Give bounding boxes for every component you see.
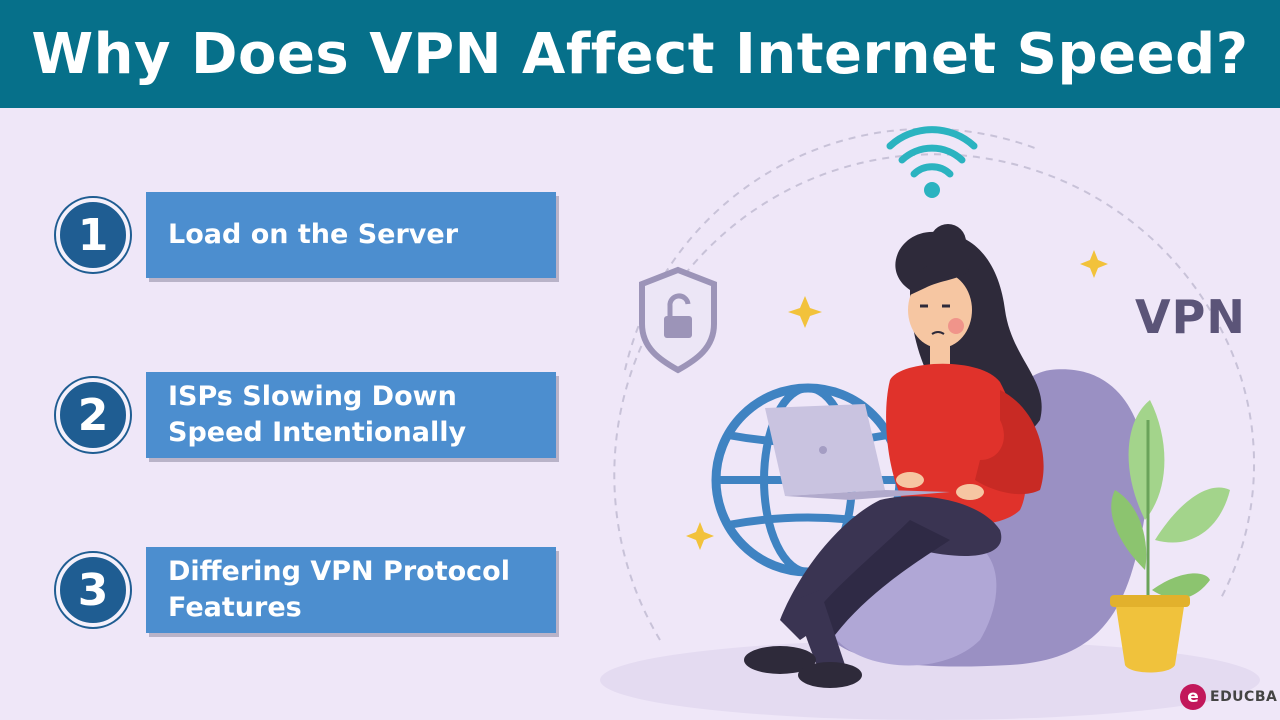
reason-text-2-line-1: ISPs Slowing Down [168, 381, 457, 412]
reason-box-1: Load on the Server [146, 192, 556, 278]
educba-logo-icon: e [1180, 684, 1206, 710]
reason-text-3-line-1: Differing VPN Protocol [168, 556, 510, 587]
educba-logo: e EDUCBA [1180, 684, 1277, 710]
laptop-icon [765, 404, 950, 500]
plant-icon [1110, 400, 1230, 673]
educba-logo-text: EDUCBA [1210, 689, 1278, 705]
title-banner: Why Does VPN Affect Internet Speed? [0, 0, 1280, 108]
reason-text-3-line-2: Features [168, 592, 302, 623]
reason-item-3: 3 Differing VPN Protocol Features [56, 547, 556, 637]
reason-box-3: Differing VPN Protocol Features [146, 547, 556, 633]
wifi-icon [886, 126, 978, 198]
page-title: Why Does VPN Affect Internet Speed? [31, 21, 1249, 87]
reason-number-1: 1 [56, 198, 130, 272]
vpn-label: VPN [1135, 290, 1246, 344]
shoe-right [798, 662, 862, 688]
reason-item-2: 2 ISPs Slowing Down Speed Intentionally [56, 372, 556, 462]
shield-lock-icon [639, 266, 717, 374]
reason-box-2: ISPs Slowing Down Speed Intentionally [146, 372, 556, 458]
sparkle-icon [686, 250, 1108, 550]
reason-item-1: 1 Load on the Server [56, 192, 556, 282]
person-illustration [744, 224, 1044, 688]
dashed-orbit [613, 153, 1256, 641]
shoe-left [744, 646, 816, 674]
reason-text-1-line-1: Load on the Server [168, 219, 459, 250]
reason-number-2: 2 [56, 378, 130, 452]
reason-number-3: 3 [56, 553, 130, 627]
vpn-illustration [600, 126, 1260, 720]
reason-text-2-line-2: Speed Intentionally [168, 417, 467, 448]
